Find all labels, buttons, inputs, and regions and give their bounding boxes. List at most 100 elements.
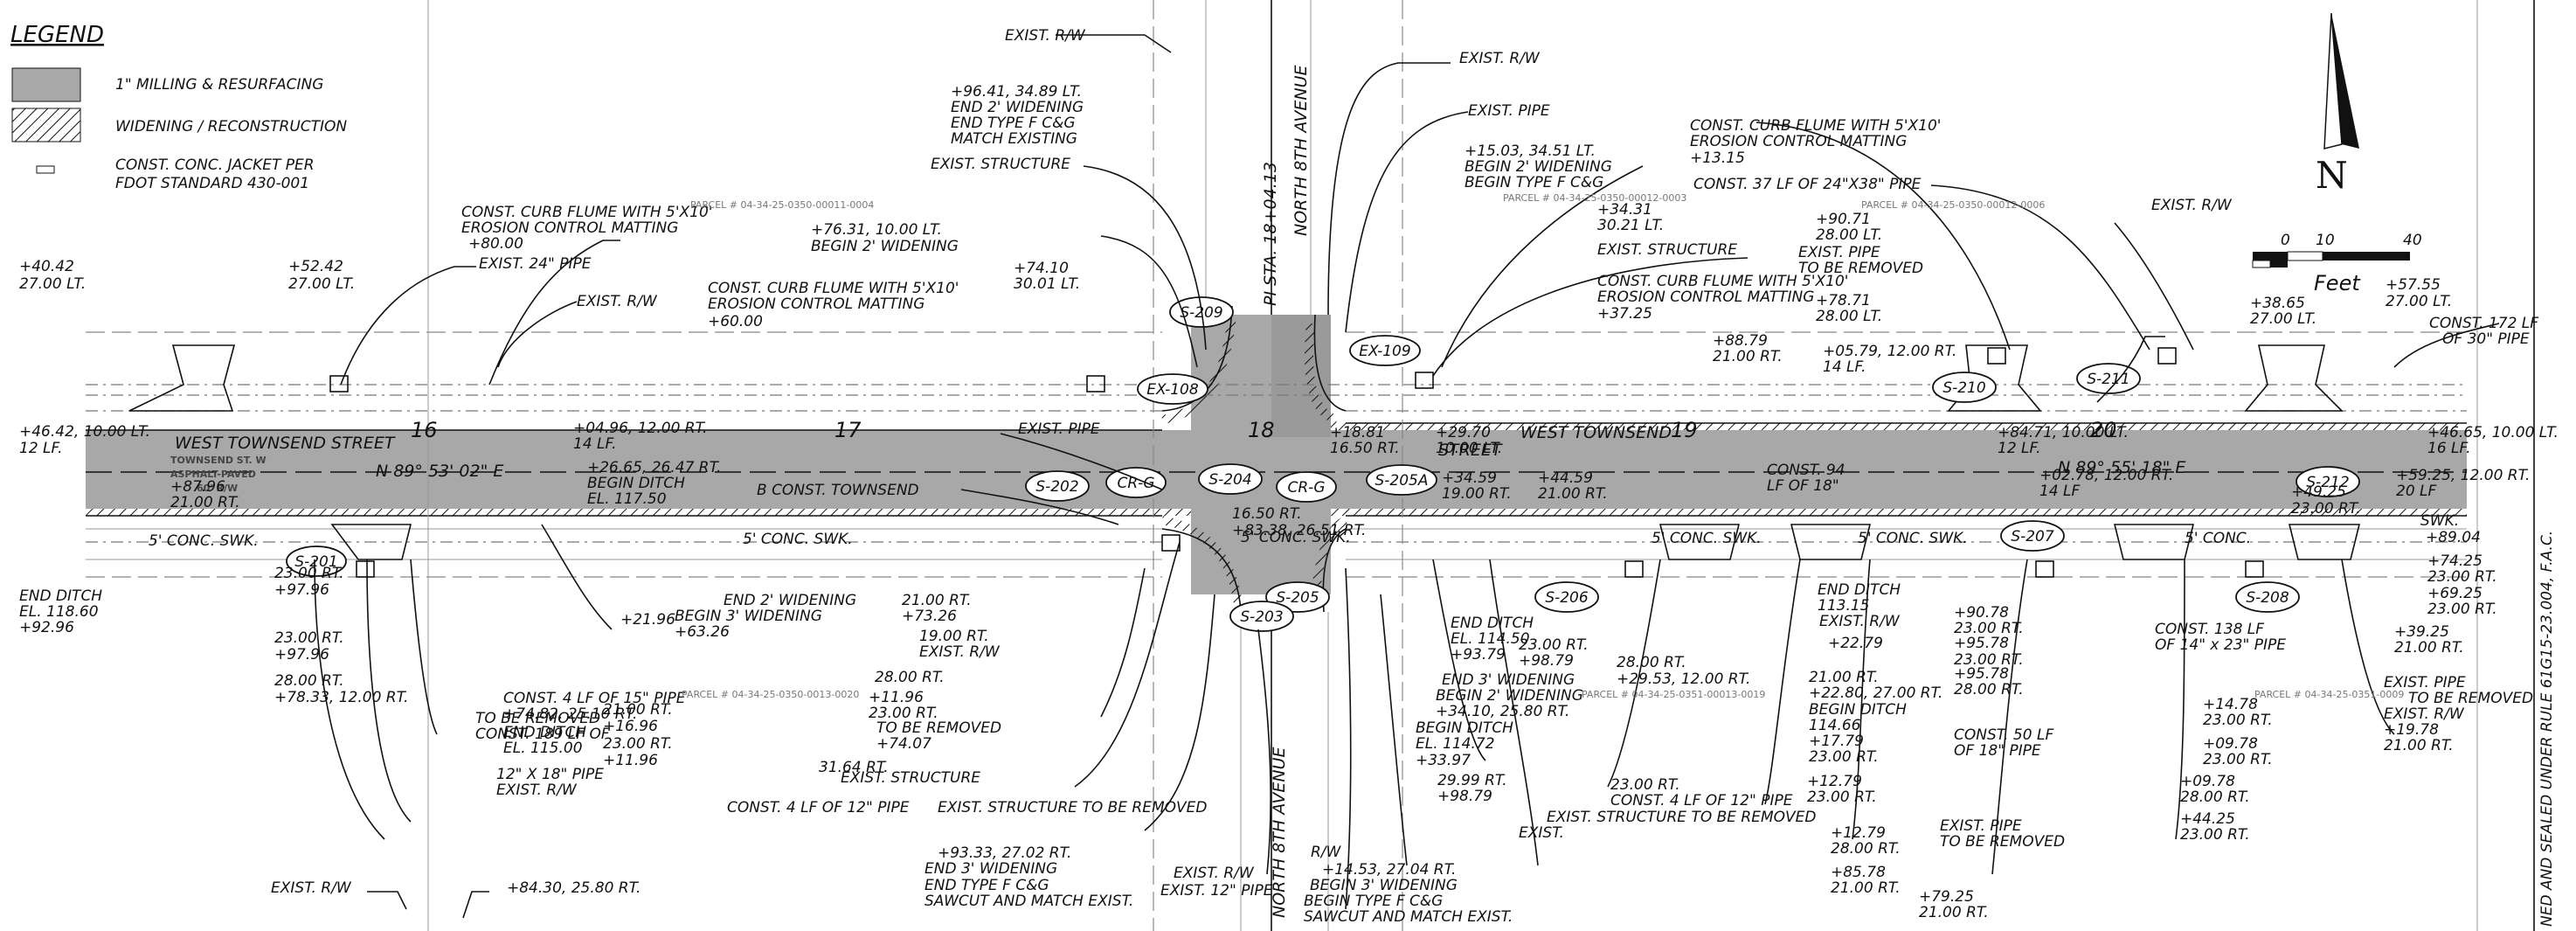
structure-label: S-204 <box>1198 463 1263 495</box>
widening-strip-south-e <box>1331 509 2467 516</box>
plan-note: EXIST. R/W <box>2384 705 2465 723</box>
north-arrow-icon <box>2331 13 2359 149</box>
legend-hatch-swatch <box>11 108 81 142</box>
plan-note: SAWCUT AND MATCH EXIST. <box>1304 908 1513 926</box>
structure-id: S-205 <box>1276 589 1319 607</box>
plan-note: EROSION CONTROL MATTING <box>461 219 678 237</box>
plan-note: END DITCH <box>503 724 586 741</box>
plan-note: B CONST. TOWNSEND <box>757 482 919 499</box>
plan-note: 21.00 RT. <box>1713 348 1783 365</box>
structure-label: S-207 <box>2000 520 2065 552</box>
plan-note: CONST. 37 LF OF 24"X38" PIPE <box>1693 176 1922 193</box>
plan-note: +87.96 <box>170 478 225 496</box>
plan-note: 10.00 LT. <box>1436 440 1502 457</box>
plan-note: EXIST. PIPE <box>2384 674 2466 691</box>
plan-note: +49.25 <box>2291 483 2346 501</box>
plan-note: +16.96 <box>603 718 658 735</box>
plan-note: 23.00 RT. <box>603 735 673 753</box>
plan-note: +98.79 <box>1437 788 1492 805</box>
plan-note: +12.79 <box>1807 773 1862 790</box>
street-north: NORTH 8TH AVENUE <box>1291 65 1311 236</box>
plan-note: 21.00 RT. <box>1809 669 1879 686</box>
plan-note: CONST. 138 LF <box>2155 621 2264 638</box>
plan-note: +29.53, 12.00 RT. <box>1617 670 1750 688</box>
plan-note: 28.00 LT. <box>1816 226 1882 244</box>
plan-note: EROSION CONTROL MATTING <box>708 295 924 313</box>
leader-lines <box>314 34 2500 919</box>
plan-note: 16.50 RT. <box>1330 440 1400 457</box>
plan-note: 23.00 RT. <box>2203 751 2273 768</box>
plan-note: 27.00 LT. <box>2386 293 2452 310</box>
structure-id: EX-108 <box>1146 381 1199 399</box>
structure-id: S-205A <box>1375 472 1428 490</box>
plan-note: +90.78 <box>1954 604 2009 622</box>
station-17: 17 <box>834 418 862 442</box>
plan-note: BEGIN 2' WIDENING <box>1436 687 1583 705</box>
plan-note: +11.96 <box>869 689 924 706</box>
structure-label: S-205A <box>1366 464 1437 496</box>
plan-note: +15.03, 34.51 LT. <box>1465 142 1596 160</box>
plan-note: 21.00 RT. <box>2384 737 2454 754</box>
plan-note: +46.42, 10.00 LT. <box>19 423 150 441</box>
structure-id: CR-G <box>1118 475 1155 492</box>
plan-note: EXIST. STRUCTURE <box>931 156 1070 173</box>
plan-note: END 3' WIDENING <box>924 860 1057 878</box>
plan-note: +13.15 <box>1690 149 1745 167</box>
plan-note: EROSION CONTROL MATTING <box>1690 133 1907 150</box>
milling-north-leg <box>1271 315 1331 437</box>
plan-note: EXIST. R/W <box>1819 613 1901 630</box>
plan-note: +84.30, 25.80 RT. <box>507 879 641 897</box>
plan-note: +89.04 <box>2426 529 2481 546</box>
plan-note: +19.78 <box>2384 721 2439 739</box>
plan-note: EXIST. 12" PIPE <box>1160 882 1273 900</box>
plan-note: +34.31 <box>1597 201 1652 219</box>
structure-id: S-211 <box>2087 371 2129 388</box>
plan-note: CONST. CURB FLUME WITH 5'X10' <box>1690 117 1941 135</box>
plan-note: +26.65, 26.47 RT. <box>587 459 721 476</box>
plan-note: EXIST. STRUCTURE TO BE REMOVED <box>938 799 1208 816</box>
scale-unit: Feet <box>2314 271 2361 295</box>
plan-note: +74.25 <box>2427 552 2483 570</box>
plan-note: 21.00 RT. <box>1919 904 1989 921</box>
plan-note: 23.00 RT. <box>274 629 344 647</box>
plan-note: 27.00 LT. <box>288 275 355 293</box>
structure-label: EX-108 <box>1137 373 1208 405</box>
plan-note: EXIST. PIPE <box>1940 817 2022 835</box>
plan-note: +78.71 <box>1816 292 1871 309</box>
plan-note: +11.96 <box>603 752 658 769</box>
plan-note: BEGIN 2' WIDENING <box>1465 158 1612 176</box>
plan-note: 23.00 RT. <box>2427 568 2497 586</box>
plan-note: 21.00 RT. <box>2394 639 2464 657</box>
plan-note: EXIST. R/W <box>577 293 658 310</box>
plan-note: 19.00 RT. <box>919 628 989 645</box>
plan-note: +76.31, 10.00 LT. <box>811 221 942 239</box>
plan-note: CONST. CURB FLUME WITH 5'X10' <box>1597 273 1848 290</box>
plan-note: +09.78 <box>2180 773 2235 790</box>
structure-id: CR-G <box>1288 479 1326 497</box>
plan-note: END DITCH <box>1818 581 1901 599</box>
plan-note: +14.78 <box>2203 696 2258 713</box>
plan-note: TO BE REMOVED <box>1940 833 2065 851</box>
plan-note: 21.00 RT. <box>1831 879 1901 897</box>
plan-note: LF OF 18" <box>1767 477 1839 495</box>
plan-note: +93.79 <box>1451 646 1506 664</box>
plan-note: +21.96 <box>620 611 675 629</box>
plan-note: 28.00 RT. <box>274 672 344 690</box>
plan-note: 23.00 RT. <box>2180 826 2250 844</box>
plan-note: EXIST. PIPE <box>1798 244 1880 261</box>
station-19: 19 <box>1671 418 1698 442</box>
parcel-label: PARCEL # 04-34-25-0351-00013-0019 <box>1582 689 1765 700</box>
legend-title: LEGEND <box>10 22 104 48</box>
plan-note: 23.00 RT. <box>2427 601 2497 618</box>
plan-note: 5' CONC. SWK. <box>743 531 853 548</box>
widening-strip-north <box>1331 423 2458 430</box>
plan-note: EXIST. R/W <box>919 643 1001 661</box>
plan-note: 113.15 <box>1818 597 1869 615</box>
plan-note: 12" X 18" PIPE <box>496 766 604 783</box>
plan-note: 23.00 RT. <box>274 565 344 582</box>
widening-strip-south-w <box>86 509 1191 516</box>
plan-note: EXIST. 24" PIPE <box>479 255 592 273</box>
plan-note: +38.65 <box>2250 295 2305 312</box>
plan-note: +14.53, 27.04 RT. <box>1322 861 1456 879</box>
plan-note: BEGIN DITCH <box>1809 701 1907 719</box>
